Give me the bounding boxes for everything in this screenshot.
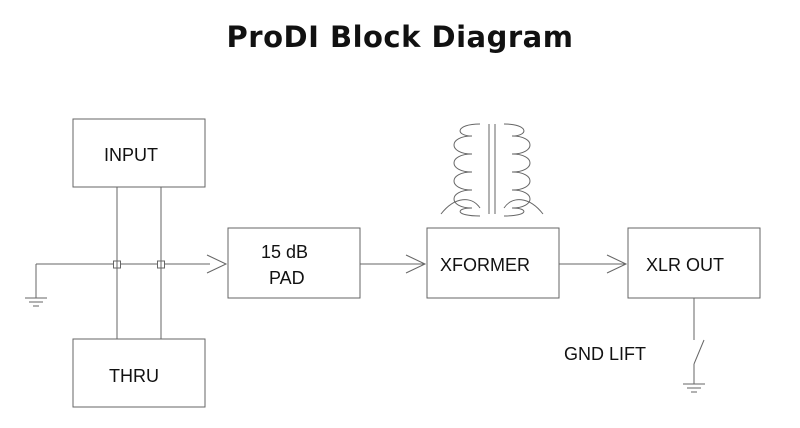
ground-symbol-left [25,297,47,307]
arrow-to-pad [206,254,228,274]
pad-label-line1: 15 dB [261,242,308,262]
xformer-label: XFORMER [440,255,530,275]
diagram-title: ProDI Block Diagram [226,20,574,54]
gnd-lift-switch-blade [693,339,705,365]
pad-label-line2: PAD [269,268,305,288]
input-block [72,118,206,188]
input-label: INPUT [104,145,158,165]
transformer-symbol [440,123,544,217]
gnd-lift-label: GND LIFT [564,344,646,364]
pad-block [227,227,361,299]
arrow-to-xlr-out [606,254,628,274]
arrow-to-xformer [405,254,427,274]
thru-block [72,338,206,408]
xformer-block [426,227,560,299]
xlr-out-label: XLR OUT [646,255,724,275]
ground-symbol-right [683,383,705,393]
thru-label: THRU [109,366,159,386]
